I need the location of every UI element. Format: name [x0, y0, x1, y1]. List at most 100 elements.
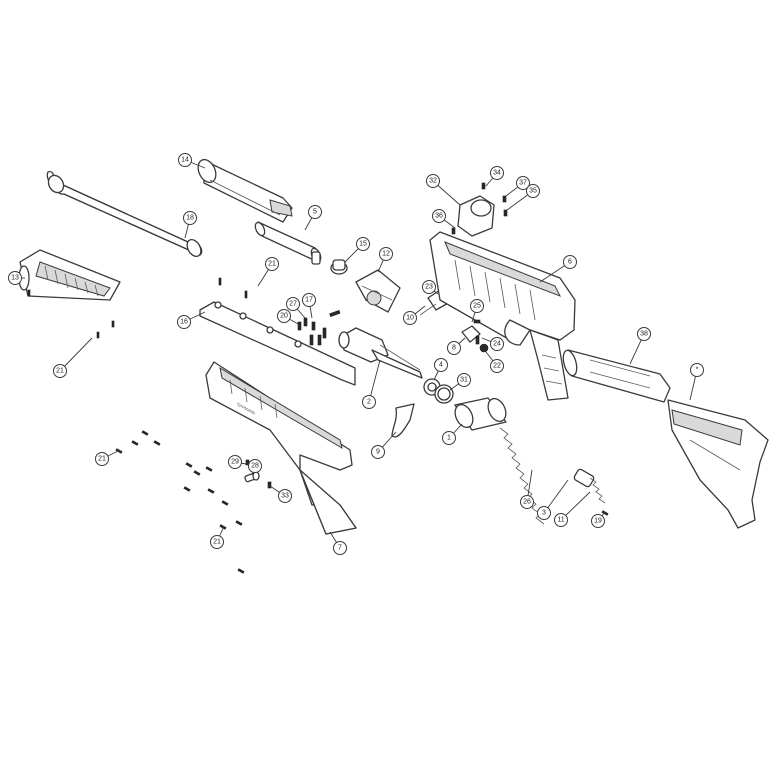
callout-circle: [265, 257, 279, 271]
callout-circle: [422, 280, 436, 294]
callout-c18: 18: [183, 211, 197, 239]
callout-circle: [356, 237, 370, 251]
part-sight-assembly: [451, 182, 508, 237]
callout-leader: [59, 337, 93, 372]
callout-circle: [690, 363, 704, 377]
callout-circle: [210, 535, 224, 549]
callout-circle: [8, 271, 22, 285]
callout-number: 13: [11, 275, 19, 282]
callout-c23: 23: [422, 280, 439, 295]
callout-c32: 32: [426, 174, 461, 206]
callout-c37: 37: [505, 176, 530, 197]
callout-circle: [470, 299, 484, 313]
callout-circle: [554, 513, 568, 527]
callout-c31: 31: [449, 373, 471, 391]
callout-circle: [278, 489, 292, 503]
callout-number: 22: [493, 363, 501, 370]
callout-circle: [520, 495, 534, 509]
callout-c8: 8: [447, 337, 466, 355]
callout-number: 20: [280, 313, 288, 320]
callout-circle: [403, 311, 417, 325]
callout-c15: 15: [344, 237, 370, 263]
callout-circle: [591, 514, 605, 528]
callout-number: 6: [568, 259, 572, 266]
callout-circle: [362, 395, 376, 409]
callout-number: 27: [289, 301, 297, 308]
callout-c13a: 13: [8, 271, 25, 285]
callout-number: 26: [523, 499, 531, 506]
callout-number: 25: [473, 303, 481, 310]
callout-circle: [228, 455, 242, 469]
callout-circle: [178, 153, 192, 167]
callout-c21c: 21: [95, 449, 121, 466]
part-cylinder: [454, 397, 507, 431]
callout-number: 12: [382, 251, 390, 258]
callout-c19: 19: [591, 511, 606, 528]
part-loose-screws: [115, 430, 609, 574]
part-handguard-left: [18, 249, 121, 339]
callout-circle: [426, 174, 440, 188]
callout-circle: [286, 297, 300, 311]
callout-c3: 3: [537, 479, 569, 520]
part-bolt: [338, 327, 423, 379]
callout-number: 2: [367, 399, 371, 406]
callout-circle: [177, 315, 191, 329]
callout-number: 29: [231, 459, 239, 466]
callout-number: 32: [429, 178, 437, 185]
callout-c12: 12: [377, 247, 393, 273]
callout-circle: [637, 327, 651, 341]
callout-circle: [333, 541, 347, 555]
callout-circle: [447, 341, 461, 355]
callout-number: 21: [98, 456, 106, 463]
callout-c1: 1: [442, 423, 463, 445]
callout-c26: 26: [520, 469, 534, 509]
callout-c28: 28: [248, 459, 262, 476]
part-flat-rail: [199, 277, 356, 386]
callout-c25: 25: [470, 299, 484, 323]
callout-number: 17: [305, 297, 313, 304]
part-trigger-group: [461, 319, 489, 353]
callout-c20: 20: [277, 309, 299, 325]
callout-c36: 36: [432, 209, 456, 229]
callout-number: 10: [406, 315, 414, 322]
callout-number: 35: [529, 188, 537, 195]
callout-c11: 11: [554, 491, 591, 527]
callout-c0: *: [689, 363, 704, 401]
callout-number: 38: [640, 331, 648, 338]
part-foregrip: [562, 349, 671, 403]
part-screw-set: [297, 310, 341, 346]
callout-c2: 2: [362, 359, 381, 409]
callout-number: 9: [376, 449, 380, 456]
callout-number: 5: [313, 209, 317, 216]
callout-c29: 29: [228, 455, 247, 469]
callout-circle: [432, 209, 446, 223]
callout-circle: [457, 373, 471, 387]
callout-c14a: 14: [178, 153, 206, 169]
callout-number: 3: [542, 510, 546, 517]
callout-circle: [490, 166, 504, 180]
callout-leader: [368, 359, 381, 403]
callout-c4: 4: [433, 358, 448, 381]
part-valve-cap: [330, 259, 348, 275]
part-barrel-tube: [46, 170, 203, 258]
callout-number: 18: [186, 215, 194, 222]
callout-c21d: 21: [210, 525, 225, 549]
callout-number: 14: [181, 157, 189, 164]
callout-number: 11: [557, 517, 564, 524]
callout-c9: 9: [371, 431, 397, 459]
part-oring: [434, 384, 454, 404]
callout-number: 21: [268, 261, 276, 268]
part-upper-receiver: [429, 231, 576, 401]
callout-number: 16: [180, 319, 188, 326]
callout-circle: [183, 211, 197, 225]
callout-circle: [248, 459, 262, 473]
callout-c21b: 21: [53, 337, 93, 378]
part-lower-receiver: TIPPMANN: [205, 361, 357, 535]
callout-number: 28: [251, 463, 259, 470]
callout-circle: [302, 293, 316, 307]
callout-number: 36: [435, 213, 443, 220]
callout-number: 24: [493, 341, 501, 348]
callout-number: 33: [281, 493, 289, 500]
callout-c27: 27: [286, 297, 306, 319]
